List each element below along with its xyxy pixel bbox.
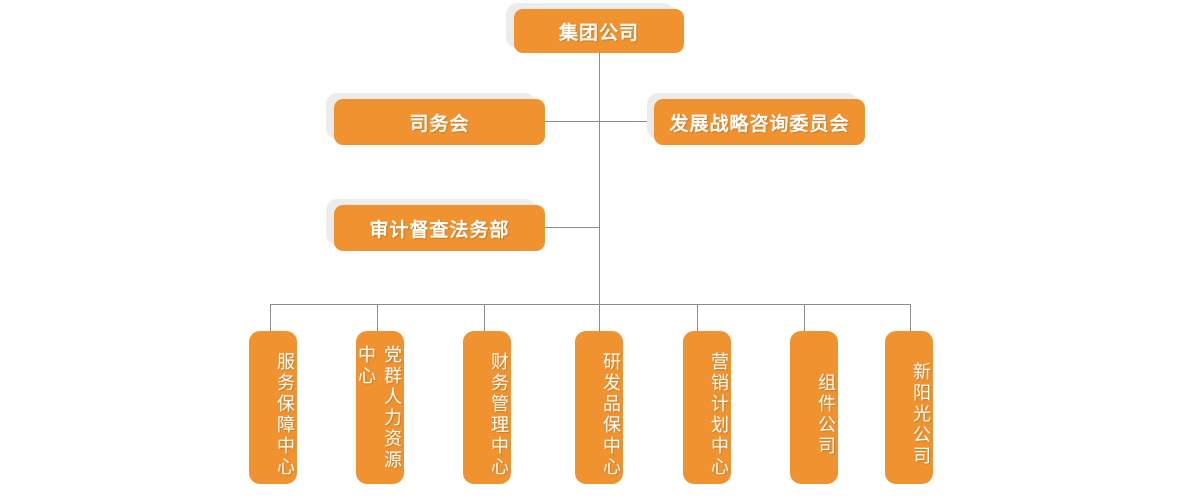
connector-division-bus [270,304,911,305]
node-division-2[interactable]: 党群人力资源中心 [355,331,404,484]
connector-trunk-root [599,48,600,305]
node-staff-audit-legal[interactable]: 审计督查法务部 [334,205,545,251]
node-division-6[interactable]: 组件公司 [790,331,838,484]
node-division-1[interactable]: 服务保障中心 [249,331,297,484]
connector-drop-1 [270,304,271,331]
connector-branch-tier2 [545,121,655,122]
node-staff-strategy-committee[interactable]: 发展战略咨询委员会 [654,99,865,145]
node-division-3[interactable]: 财务管理中心 [463,331,511,484]
connector-branch-tier3 [545,227,600,228]
node-root[interactable]: 集团公司 [514,9,684,53]
connector-drop-2 [377,304,378,331]
node-division-7[interactable]: 新阳光公司 [885,331,933,484]
connector-drop-3 [484,304,485,331]
connector-drop-7 [910,304,911,331]
node-division-5[interactable]: 营销计划中心 [683,331,731,484]
connector-drop-5 [697,304,698,331]
connector-drop-6 [804,304,805,331]
node-division-4[interactable]: 研发品保中心 [575,331,623,484]
connector-drop-4 [599,304,600,331]
node-staff-siwuhui[interactable]: 司务会 [334,99,545,145]
